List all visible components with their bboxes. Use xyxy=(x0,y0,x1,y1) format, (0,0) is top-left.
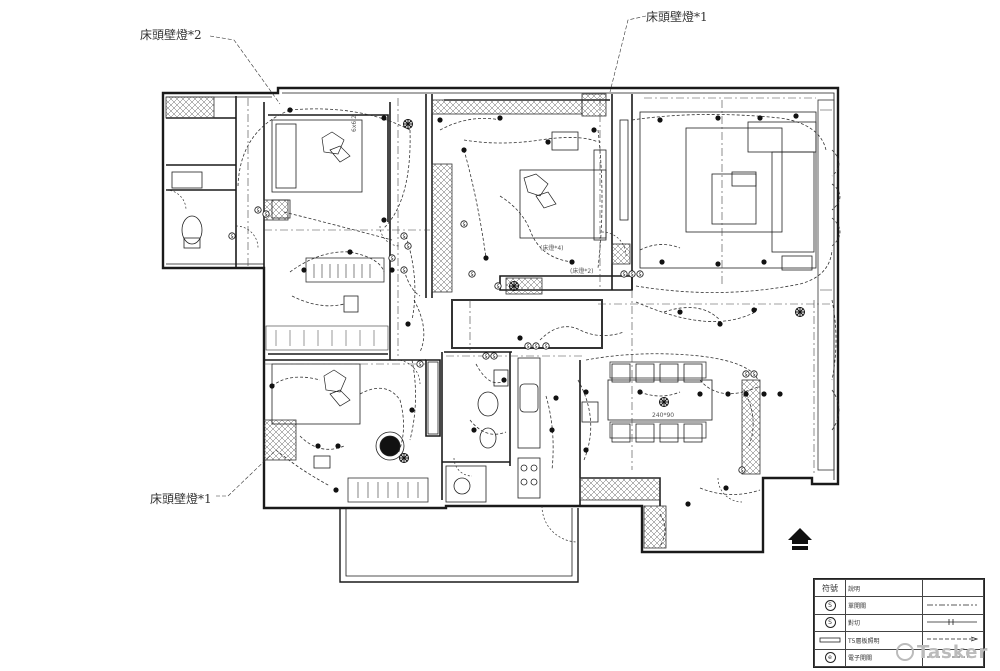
room-label-dining: 240*90 xyxy=(652,412,675,419)
annotation-bed-wall-lamp-2: 床頭壁燈*2 xyxy=(140,28,202,42)
legend-row-desc: 對切 xyxy=(845,613,923,633)
cabinets xyxy=(165,93,835,549)
legend-two-way-switch-icon: S xyxy=(814,613,846,633)
furniture xyxy=(171,111,817,503)
watermark-logo-icon xyxy=(896,643,914,661)
room-label-bed2: (床燈*4) xyxy=(540,245,564,252)
room-label-bed1: 6x6.2 xyxy=(350,115,358,132)
legend-t5-light-icon xyxy=(814,631,846,650)
door-swings xyxy=(165,189,743,543)
legend-table: 符號 說明 S 單開關 S 對切 T5層板照明 e 電子開關 xyxy=(813,578,985,668)
center-lines xyxy=(247,97,830,476)
annotation-bed-wall-lamp-1-bottom: 床頭壁燈*1 xyxy=(150,492,212,506)
legend-row-desc: 單開關 xyxy=(845,596,923,615)
legend-switch-icon: S xyxy=(814,596,846,615)
watermark: Tasker xyxy=(896,642,988,663)
light-fixtures xyxy=(269,107,799,507)
room-label-bed2b: (床燈*2) xyxy=(570,268,594,275)
legend-header-symbol: 符號 xyxy=(814,578,846,598)
wiring xyxy=(237,108,841,547)
legend-electronic-switch-icon: e xyxy=(814,648,846,668)
north-arrow-icon xyxy=(788,528,812,550)
legend-header-desc: 說明 xyxy=(845,578,923,598)
leader-lines xyxy=(209,15,647,497)
annotation-bed-wall-lamp-1-top: 床頭壁燈*1 xyxy=(646,10,708,24)
